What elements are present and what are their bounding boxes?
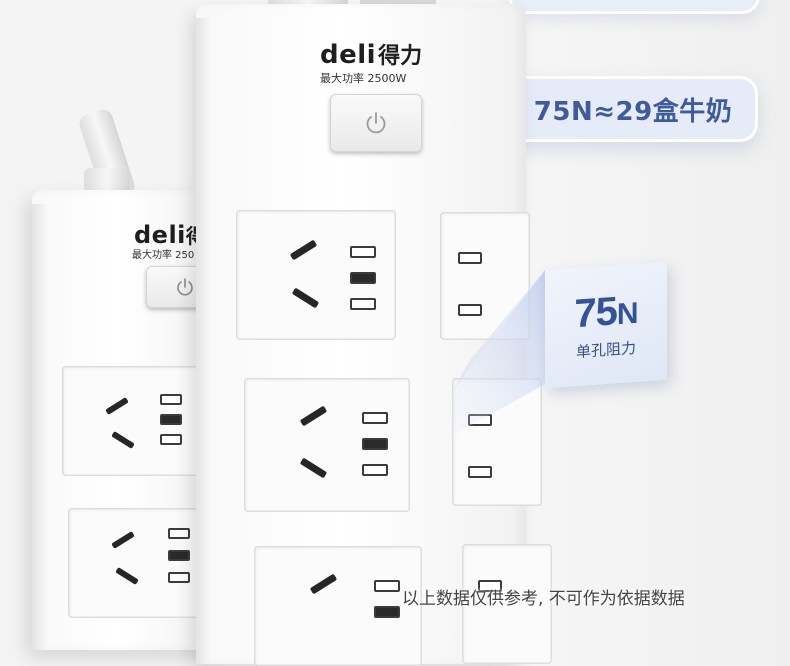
front-strip-side — [196, 18, 210, 664]
front-power-switch[interactable] — [330, 94, 422, 152]
socket-slot — [458, 304, 482, 316]
top-callout-bubble — [508, 0, 760, 14]
socket-slot — [374, 606, 400, 618]
front-logo-brand: deli — [320, 40, 377, 70]
socket-slot — [468, 466, 492, 478]
product-scene: 75N≈29盒牛奶 deli 得 最大功率 250 — [32, 0, 760, 666]
force-value: 75 — [574, 289, 617, 337]
socket-slot — [168, 528, 190, 539]
socket-slot — [168, 550, 190, 561]
socket-slot — [168, 572, 190, 583]
disclaimer-text: 以上数据仅供参考, 不可作为依据数据 — [402, 589, 685, 609]
back-logo-brand: deli — [134, 221, 186, 249]
power-icon — [177, 278, 193, 296]
front-socket-1 — [236, 210, 396, 340]
spotlight-beam — [452, 270, 545, 436]
front-power-rating: 最大功率 2500W — [320, 72, 407, 85]
socket-slot — [350, 246, 376, 258]
power-icon — [366, 112, 386, 134]
socket-slot — [362, 412, 388, 424]
back-strip-side — [32, 204, 46, 650]
claim-text: 75N≈29盒牛奶 — [533, 96, 733, 127]
front-logo: deli 得力 — [320, 38, 422, 70]
socket-slot — [160, 394, 182, 405]
socket-slot — [362, 438, 388, 450]
force-label: 单孔阻力 — [575, 338, 636, 362]
socket-slot — [458, 252, 482, 264]
force-card: 75N 单孔阻力 — [545, 261, 667, 389]
claim-bubble: 75N≈29盒牛奶 — [508, 76, 758, 142]
front-socket-2 — [244, 378, 410, 512]
force-unit: N — [616, 296, 638, 332]
back-socket-1 — [62, 366, 204, 476]
back-socket-2 — [68, 508, 210, 618]
back-power-rating: 最大功率 250 — [132, 250, 195, 261]
socket-slot — [160, 434, 182, 445]
socket-slot — [478, 580, 502, 592]
socket-slot — [160, 414, 182, 425]
front-logo-cn: 得力 — [378, 44, 423, 69]
back-logo: deli 得 — [134, 220, 206, 249]
socket-slot — [374, 580, 400, 592]
force-value-line: 75N — [574, 288, 637, 337]
socket-slot — [350, 272, 376, 284]
back-cord-collar — [84, 168, 130, 194]
socket-slot — [362, 464, 388, 476]
socket-slot — [350, 298, 376, 310]
